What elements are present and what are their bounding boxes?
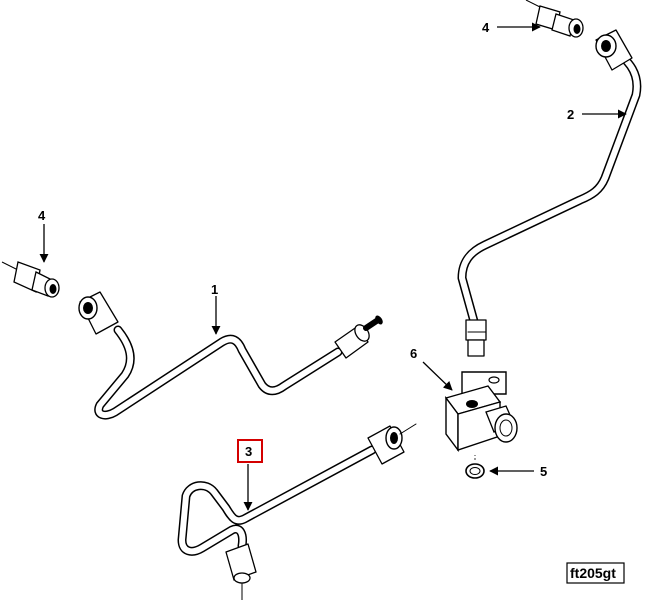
fuel-line-1	[78, 291, 383, 420]
callout-label-4-top: 4	[482, 20, 490, 35]
callout-labels: 4 4 2 1 6 5 3	[38, 20, 574, 479]
sealing-washer	[465, 455, 485, 479]
adapter-fitting-left	[1, 261, 60, 298]
callout-label-3: 3	[245, 444, 252, 459]
figure-id-box: ft205gt	[566, 562, 625, 584]
callout-label-1: 1	[211, 282, 218, 297]
callout-label-2: 2	[567, 107, 574, 122]
callout-highlight-box	[237, 439, 263, 463]
callout-label-5: 5	[540, 464, 547, 479]
arrow-6	[422, 361, 453, 391]
fuel-line-2	[457, 29, 642, 357]
figure-id-label: ft205gt	[570, 565, 616, 581]
fuel-line-3	[177, 423, 417, 600]
callout-label-4-left: 4	[38, 208, 46, 223]
callout-label-6: 6	[410, 346, 417, 361]
callout-arrows	[39, 22, 627, 511]
adapter-fitting-top	[525, 0, 584, 38]
fuel-block-fitting	[444, 371, 518, 453]
